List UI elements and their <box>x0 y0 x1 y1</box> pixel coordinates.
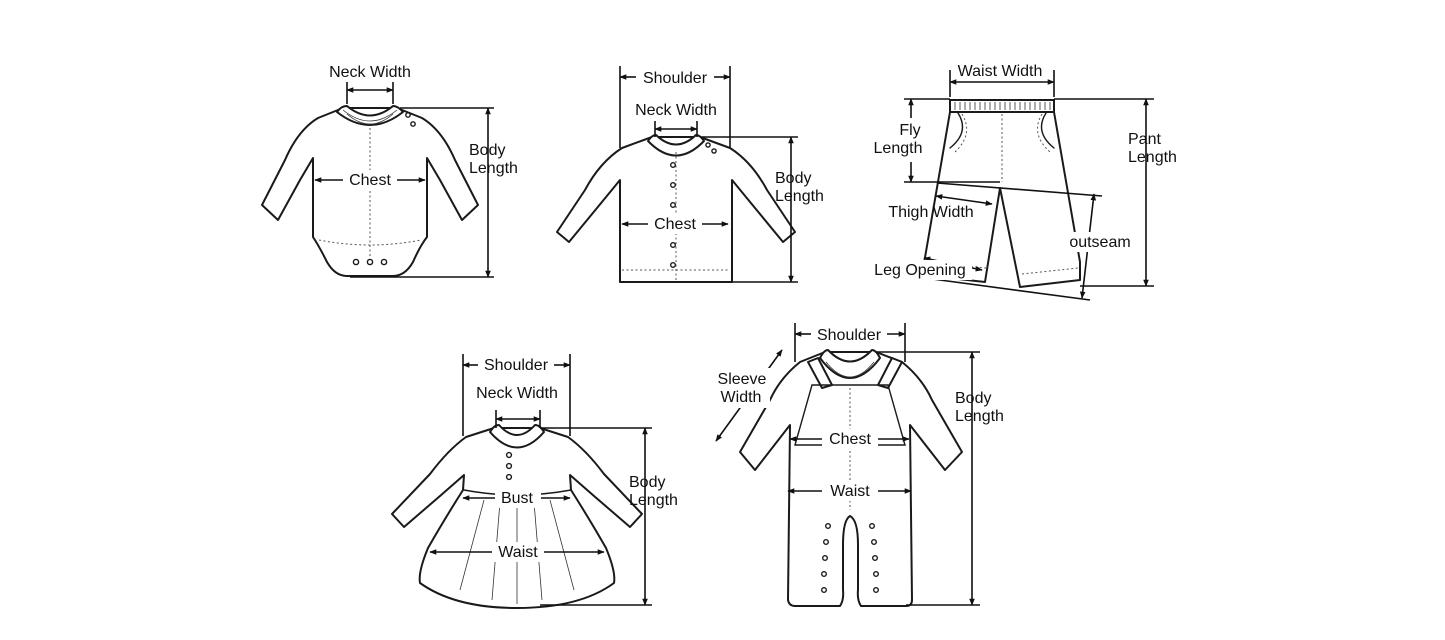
bodysuit-outline <box>261 105 479 277</box>
pants-pant-length-label-2: Length <box>1128 149 1177 166</box>
pants-fly-length-label-2: Length <box>874 140 923 157</box>
bodysuit-body-length-label-1: Body <box>469 142 505 159</box>
pants-outseam-label: outseam <box>1069 234 1130 251</box>
dress-bust-label: Bust <box>501 490 534 507</box>
dress-garment: Shoulder Neck Width Bust Waist Body Leng… <box>391 354 678 609</box>
romper-shoulder-label: Shoulder <box>817 327 882 344</box>
dress-shoulder-label: Shoulder <box>484 357 549 374</box>
pants-garment: Waist Width Fly Length Thigh Width outse… <box>868 63 1177 301</box>
cardigan-garment: Shoulder Neck Width Chest Body Length <box>556 66 824 283</box>
cardigan-body-length-label-2: Length <box>775 188 824 205</box>
romper-garment: Shoulder Sleeve Width Chest Waist Body L… <box>712 323 1004 607</box>
pants-thigh-width-arrow <box>935 194 993 206</box>
pants-outline <box>921 99 1081 288</box>
pants-thigh-width-label: Thigh Width <box>888 204 973 221</box>
pants-waist-width-label: Waist Width <box>958 63 1043 80</box>
cardigan-shoulder-label: Shoulder <box>643 70 708 87</box>
bodysuit-body-length-label-2: Length <box>469 160 518 177</box>
romper-body-length-label-2: Length <box>955 408 1004 425</box>
bodysuit-garment: Neck Width Chest Body Length <box>261 64 518 278</box>
dress-outline <box>391 424 643 609</box>
romper-sleeve-width-label-1: Sleeve <box>718 371 767 388</box>
pants-leg-opening-label: Leg Opening <box>874 262 966 279</box>
dress-body-length-label-1: Body <box>629 474 665 491</box>
dress-body-length-label-2: Length <box>629 492 678 509</box>
cardigan-body-length-label-1: Body <box>775 170 811 187</box>
romper-chest-label: Chest <box>829 431 871 448</box>
romper-waist-label: Waist <box>830 483 870 500</box>
romper-sleeve-width-label-2: Width <box>721 389 762 406</box>
cardigan-neck-width-label: Neck Width <box>635 102 717 119</box>
romper-outline <box>739 349 963 607</box>
dress-neck-width-label: Neck Width <box>476 385 558 402</box>
bodysuit-neck-width-label: Neck Width <box>329 64 411 81</box>
romper-body-length-label-1: Body <box>955 390 991 407</box>
cardigan-outline <box>556 134 796 283</box>
dress-waist-label: Waist <box>498 544 538 561</box>
bodysuit-chest-label: Chest <box>349 172 391 189</box>
cardigan-chest-label: Chest <box>654 216 696 233</box>
pants-pant-length-label-1: Pant <box>1128 131 1161 148</box>
pants-fly-length-label-1: Fly <box>899 122 920 139</box>
